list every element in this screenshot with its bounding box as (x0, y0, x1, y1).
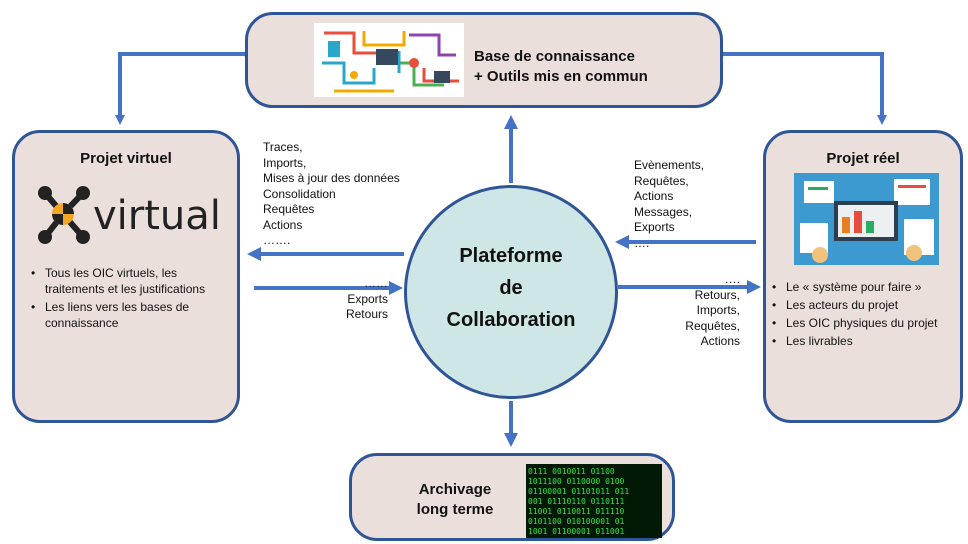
svg-text:11001 0110011 011110: 11001 0110011 011110 (528, 507, 625, 516)
virtual-logo-icon: virtual (38, 186, 221, 244)
bullet-item: Tous les OIC virtuels, les traitements e… (29, 265, 229, 297)
projet-virtuel-bullets: Tous les OIC virtuels, les traitements e… (29, 265, 229, 333)
projet-reel-box: Projet réel Le « système pour faire » Le… (763, 130, 963, 423)
platform-circle: Plateforme de Collaboration (404, 185, 618, 399)
bullet-item: Les acteurs du projet (770, 297, 960, 313)
archive-title: Archivage long terme (416, 481, 494, 518)
svg-text:001 01110110 0110111: 001 01110110 0110111 (528, 497, 625, 506)
bullet-item: Les OIC physiques du projet (770, 315, 960, 331)
connector-kb-virtual (115, 49, 250, 125)
knowledge-base-title: Base de connaissance + Outils mis en com… (474, 48, 648, 85)
projet-virtuel-box: Projet virtuel virtual Tous les OIC virt… (12, 130, 240, 423)
connector-kb-real (718, 49, 887, 125)
projet-virtuel-title: Projet virtuel (80, 150, 172, 167)
flow-platform-to-virtual-text: Traces, Imports, Mises à jour des donnée… (263, 140, 400, 247)
projet-reel-title: Projet réel (826, 150, 900, 167)
svg-text:1001 01100001 011001: 1001 01100001 011001 (528, 527, 625, 536)
svg-text:0111 0010011 01100: 0111 0010011 01100 (528, 467, 615, 476)
flow-platform-to-real-text: …. Retours, Imports, Requêtes, Actions (685, 272, 740, 348)
virtual-logo-text: virtual (93, 193, 221, 239)
platform-title: Plateforme de Collaboration (446, 245, 576, 331)
svg-text:01100001 01101011 011: 01100001 01101011 011 (528, 487, 629, 496)
knowledge-base-box: Base de connaissance + Outils mis en com… (245, 12, 723, 108)
binary-code-illustration: 0111 0010011 01100 1011100 0110000 0100 … (526, 464, 662, 538)
flow-virtual-to-platform-text: …… Exports Retours (345, 276, 388, 321)
flow-real-to-platform-text: Evènements, Requêtes, Actions Messages, … (634, 158, 705, 250)
svg-text:1011100 0110000 0100: 1011100 0110000 0100 (528, 477, 625, 486)
bullet-item: Les liens vers les bases de connaissance (29, 299, 229, 331)
bullet-item: Le « système pour faire » (770, 279, 960, 295)
projet-reel-bullets: Le « système pour faire » Les acteurs du… (770, 279, 960, 351)
archive-box: Archivage long terme 0111 0010011 01100 … (349, 453, 675, 541)
bullet-item: Les livrables (770, 333, 960, 349)
svg-text:0101100 010100001 01: 0101100 010100001 01 (528, 517, 625, 526)
workspace-illustration (794, 173, 939, 265)
network-illustration (314, 23, 464, 97)
